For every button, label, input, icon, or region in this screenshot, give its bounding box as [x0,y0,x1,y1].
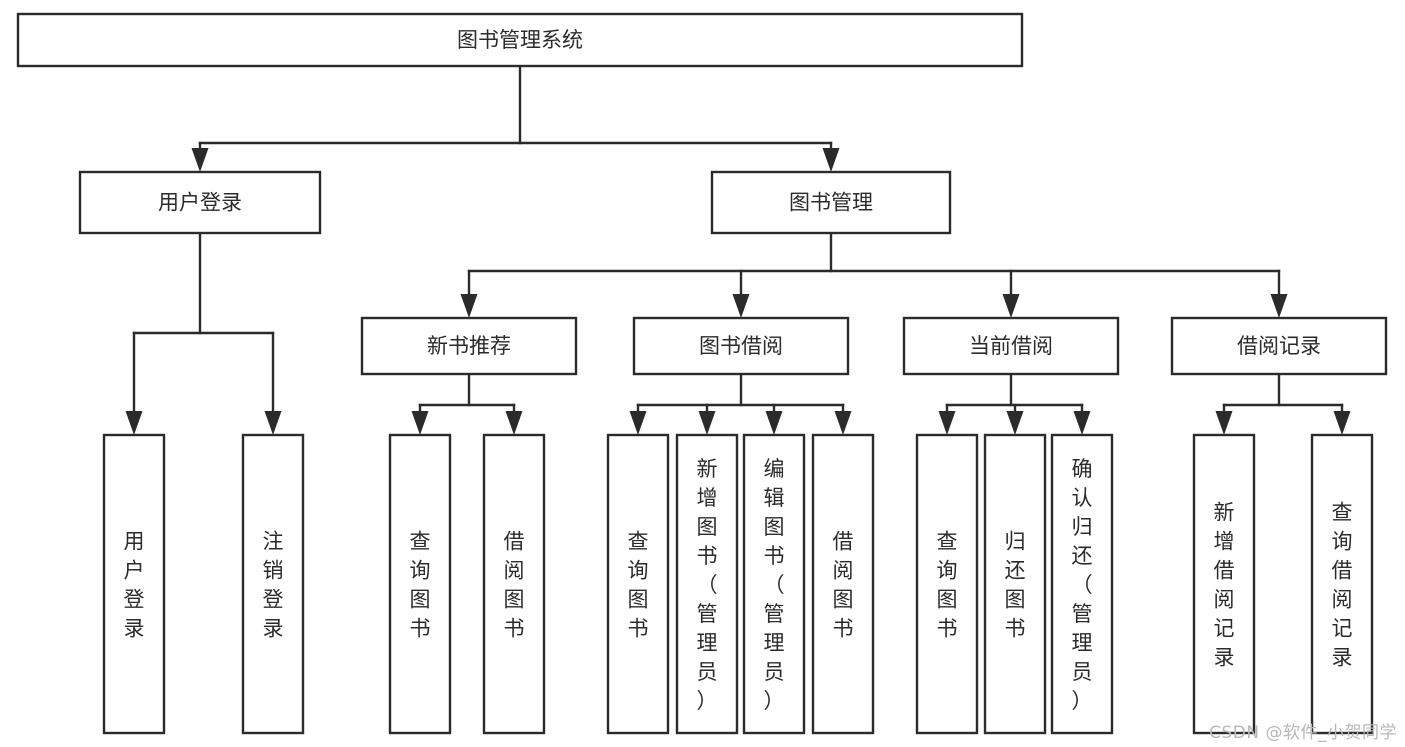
node-box-current-borrow[interactable] [902,316,1120,376]
arrowhead-leaf_confirm_return [1073,411,1091,435]
node-leaf-borrow-book-1[interactable]: 借阅图书 [482,433,546,735]
arrowhead-leaf_return_book [1006,411,1024,435]
node-box-leaf-logout[interactable] [241,433,305,735]
node-box-leaf-add-book[interactable] [675,433,739,735]
node-box-borrow-record[interactable] [1170,316,1388,376]
node-borrow-record[interactable]: 借阅记录 [1170,316,1388,376]
arrowhead-leaf_query_book_1 [411,411,429,435]
node-leaf-add-book[interactable]: 新增图书（管理员） [675,433,739,735]
arrowhead-leaf_borrow_book_2 [834,411,852,435]
node-box-leaf-query-book-1[interactable] [388,433,452,735]
node-label-leaf-confirm-return: 确认归还（管理员） [1072,457,1093,713]
node-box-leaf-borrow-book-2[interactable] [811,433,875,735]
node-label-leaf-add-record: 新增借阅记录 [1214,501,1235,670]
node-label-leaf-return-book: 归还图书 [1005,530,1026,641]
node-layer: 图书管理系统用户登录图书管理新书推荐图书借阅当前借阅借阅记录用户登录注销登录查询… [16,12,1388,735]
arrowhead-leaf_add_book [698,411,716,435]
node-leaf-confirm-return[interactable]: 确认归还（管理员） [1050,433,1114,735]
node-leaf-logout[interactable]: 注销登录 [241,433,305,735]
arrowhead-leaf_edit_book [765,411,783,435]
arrowhead-leaf_query_book_2 [629,411,647,435]
arrowhead-new_book_rec [460,294,478,318]
node-label-root: 图书管理系统 [457,28,583,52]
node-root[interactable]: 图书管理系统 [16,12,1024,68]
node-box-new-book-rec[interactable] [360,316,578,376]
node-label-leaf-query-book-2: 查询图书 [628,530,649,641]
arrowhead-borrow_record [1270,294,1288,318]
arrowhead-leaf_logout [264,411,282,435]
arrowhead-leaf_borrow_book_1 [505,411,523,435]
node-box-leaf-edit-book[interactable] [742,433,806,735]
node-label-leaf-query-record: 查询借阅记录 [1332,501,1353,670]
node-leaf-add-record[interactable]: 新增借阅记录 [1192,433,1256,735]
node-box-leaf-confirm-return[interactable] [1050,433,1114,735]
node-label-new-book-rec: 新书推荐 [427,334,511,358]
node-user-login[interactable]: 用户登录 [78,170,322,235]
node-label-book-manage: 图书管理 [789,191,873,215]
node-box-leaf-return-book[interactable] [983,433,1047,735]
node-current-borrow[interactable]: 当前借阅 [902,316,1120,376]
node-label-leaf-user-login: 用户登录 [124,530,145,641]
node-leaf-edit-book[interactable]: 编辑图书（管理员） [742,433,806,735]
node-box-root[interactable] [16,12,1024,68]
arrowhead-leaf_query_book_3 [938,411,956,435]
node-new-book-rec[interactable]: 新书推荐 [360,316,578,376]
arrowhead-current_borrow [1002,294,1020,318]
node-book-borrow[interactable]: 图书借阅 [632,316,850,376]
node-box-book-borrow[interactable] [632,316,850,376]
node-leaf-query-book-1[interactable]: 查询图书 [388,433,452,735]
arrowhead-leaf_add_record [1215,411,1233,435]
node-box-leaf-add-record[interactable] [1192,433,1256,735]
node-box-leaf-query-book-2[interactable] [606,433,670,735]
node-label-leaf-edit-book: 编辑图书（管理员） [764,457,785,713]
node-leaf-borrow-book-2[interactable]: 借阅图书 [811,433,875,735]
arrowhead-leaf_query_record [1333,411,1351,435]
edge-layer [125,64,1351,435]
node-box-leaf-query-book-3[interactable] [915,433,979,735]
node-box-leaf-user-login[interactable] [102,433,166,735]
node-leaf-query-record[interactable]: 查询借阅记录 [1310,433,1374,735]
node-label-leaf-add-book: 新增图书（管理员） [697,457,718,713]
node-leaf-return-book[interactable]: 归还图书 [983,433,1047,735]
arrowhead-leaf_user_login [125,411,143,435]
node-box-leaf-borrow-book-1[interactable] [482,433,546,735]
node-label-leaf-borrow-book-2: 借阅图书 [833,530,854,641]
arrowhead-book_manage [822,148,840,172]
node-label-book-borrow: 图书借阅 [699,334,783,358]
node-leaf-user-login[interactable]: 用户登录 [102,433,166,735]
node-label-leaf-logout: 注销登录 [263,530,284,641]
node-label-leaf-query-book-3: 查询图书 [937,530,958,641]
node-label-user-login: 用户登录 [158,191,242,215]
node-label-current-borrow: 当前借阅 [969,334,1053,358]
node-label-borrow-record: 借阅记录 [1237,334,1321,358]
node-box-leaf-query-record[interactable] [1310,433,1374,735]
node-book-manage[interactable]: 图书管理 [710,170,952,235]
node-leaf-query-book-3[interactable]: 查询图书 [915,433,979,735]
watermark-label: CSDN @软件_小贺同学 [1209,723,1397,743]
node-box-book-manage[interactable] [710,170,952,235]
node-label-leaf-borrow-book-1: 借阅图书 [504,530,525,641]
arrowhead-book_borrow [732,294,750,318]
arrowhead-user_login [191,148,209,172]
node-leaf-query-book-2[interactable]: 查询图书 [606,433,670,735]
node-label-leaf-query-book-1: 查询图书 [410,530,431,641]
node-box-user-login[interactable] [78,170,322,235]
